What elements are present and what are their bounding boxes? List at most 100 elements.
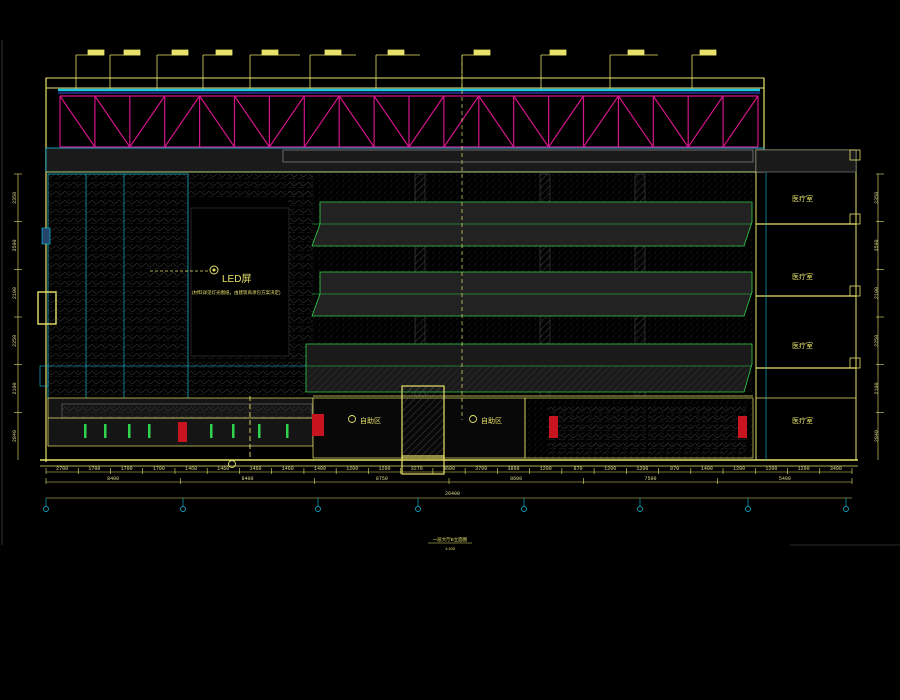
- marker-3: [156, 49, 189, 90]
- left-dimension-label: 2100: [12, 287, 18, 299]
- chain-dimension-label: 1200: [733, 466, 745, 472]
- truss-diagonal: [583, 95, 619, 148]
- truss-diagonal: [234, 95, 270, 148]
- shelf-tier-3: [305, 343, 753, 393]
- marker-6: [309, 49, 356, 90]
- truss-diagonal: [443, 95, 480, 148]
- right-dimension-label: 2840: [874, 430, 880, 442]
- marker-10: [609, 49, 658, 90]
- truss-diagonal: [652, 95, 689, 148]
- marker-2: [109, 49, 141, 90]
- zone-label-clinic-3: 医疗室: [792, 341, 813, 350]
- zone-label-clinic-4: 医疗室: [792, 416, 813, 425]
- beam-band: [45, 147, 765, 173]
- right-dimension-label: 2100: [874, 287, 880, 299]
- led-screen-note: (材料详见灯光图纸，由建筑商承包方案决定): [192, 289, 281, 296]
- truss-diagonal: [268, 95, 305, 148]
- marker-1: [75, 49, 105, 90]
- zone-label-clinic-2: 医疗室: [792, 272, 813, 281]
- chain-dimension-label: 1200: [636, 466, 648, 472]
- zone-label-clinic-1: 医疗室: [792, 194, 813, 203]
- marker-9: [540, 49, 567, 90]
- counter-post: [232, 424, 235, 438]
- left-dimension-label: 3500: [12, 239, 18, 251]
- led-screen: LED屏 (材料详见灯光图纸，由建筑商承包方案决定): [150, 207, 290, 357]
- reception-counter: [47, 396, 314, 468]
- right-dimension-label: 2350: [874, 192, 880, 204]
- chain-dimension-label: 1700: [88, 466, 100, 472]
- truss-diagonal: [338, 95, 375, 148]
- waiting-area: [524, 397, 754, 459]
- marker-5: [249, 49, 300, 90]
- axis-bubble: [415, 506, 421, 512]
- truss-diagonals: [59, 95, 759, 148]
- chain-dimension-label: 1200: [798, 466, 810, 472]
- chain-dimension-label: 1460: [185, 466, 197, 472]
- chain-dimension-label: 1200: [346, 466, 358, 472]
- caption-scale: 1:100: [445, 546, 456, 551]
- right-dimension-label: 2100: [874, 382, 880, 394]
- counter-post: [286, 424, 289, 438]
- truss-diagonal: [687, 95, 724, 148]
- chain-dimension-label: 1200: [604, 466, 616, 472]
- clinic-rooms: 医疗室 医疗室 医疗室 医疗室: [755, 149, 861, 461]
- truss-diagonal: [59, 95, 96, 148]
- counter-posts: [84, 424, 289, 438]
- truss-diagonal: [164, 95, 201, 148]
- chain-dimension-label: 1400: [701, 466, 713, 472]
- caption-title: 一层大厅B立面图: [433, 536, 468, 543]
- chain-dimension-label: 3700: [475, 466, 487, 472]
- roof-truss: [59, 95, 759, 148]
- marker-8: [461, 49, 491, 90]
- left-stone-wall: [37, 173, 313, 400]
- axis-bubble: [843, 506, 849, 512]
- axis-bubble: [43, 506, 49, 512]
- counter-post: [104, 424, 107, 438]
- axis-bubble: [745, 506, 751, 512]
- shelf-tier-1: [311, 201, 753, 247]
- chain-dimension-label: 1200: [765, 466, 777, 472]
- truss-diagonal: [373, 95, 410, 148]
- chain-dimension-label: 1700: [153, 466, 165, 472]
- counter-post: [210, 424, 213, 438]
- red-sign-left: [178, 422, 187, 442]
- chain-dimension-label: 1460: [217, 466, 229, 472]
- chain-dimension-label: 3600: [443, 466, 455, 472]
- truss-diagonal: [513, 95, 550, 148]
- led-screen-title: LED屏: [222, 273, 251, 285]
- truss-diagonal: [478, 95, 515, 148]
- chain-dimension-label: 1200: [379, 466, 391, 472]
- chain-dimension-label: 1460: [250, 466, 262, 472]
- right-dimension-label: 3500: [874, 239, 880, 251]
- left-dimension-label: 2840: [12, 430, 18, 442]
- truss-diagonal: [94, 95, 131, 148]
- chain-dimension-label: 870: [670, 466, 679, 472]
- right-side-dimensions: 2350 3500 2100 2250 2100 2840: [874, 173, 884, 442]
- axis-bubble: [521, 506, 527, 512]
- counter-post: [258, 424, 261, 438]
- top-reference-markers: [75, 49, 717, 90]
- truss-verticals: [94, 96, 724, 147]
- chain-dimension-label: 1200: [540, 466, 552, 472]
- truss-diagonal: [722, 95, 759, 148]
- chain-dimension-label: 1700: [121, 466, 133, 472]
- bay-dimension-label: 8400: [241, 476, 253, 482]
- axis-bubble: [315, 506, 321, 512]
- bay-dimension-label: 7500: [644, 476, 656, 482]
- marker-4: [202, 49, 233, 90]
- truss-diagonal: [199, 95, 235, 148]
- truss-diagonal: [548, 95, 584, 148]
- counter-post: [84, 424, 87, 438]
- left-dimension-label: 2100: [12, 382, 18, 394]
- chain-dimension-label: 3270: [411, 466, 423, 472]
- left-dimension-label: 2350: [12, 192, 18, 204]
- chain-dimension-label: 870: [573, 466, 582, 472]
- right-dimension-label: 2250: [874, 335, 880, 347]
- overall-dimension: 26400: [445, 491, 460, 497]
- chain-dimension-label: 1460: [282, 466, 294, 472]
- shelf-tier-2: [311, 271, 753, 317]
